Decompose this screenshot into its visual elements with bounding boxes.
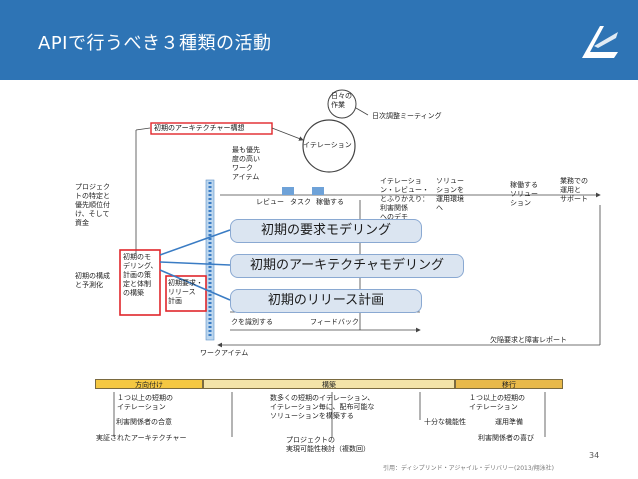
- project-scope-label: プロジェク トの特定と 優先順位付 け、そして 資金: [75, 183, 110, 227]
- phase-transition: 移行: [455, 379, 563, 389]
- transition-iteration-label: １つ以上の短期の イテレーション: [469, 394, 525, 411]
- initial-req-callout: [165, 275, 207, 312]
- high-priority-label: 最も優先 度の高い ワーク アイテム: [232, 146, 260, 181]
- working-label: 稼働する: [316, 198, 344, 206]
- slide-title: APIで行うべき３種類の活動: [38, 33, 272, 54]
- production-ready-label: 運用準備: [495, 418, 523, 426]
- initial-modeling-label: 初期のモ デリング、 計画の策 定と体制 の構築: [123, 253, 158, 297]
- initial-req-label: 初期要求・ リリース 計画: [168, 279, 203, 305]
- change-identify-label: クを識別する: [231, 318, 273, 326]
- initial-modeling-callout: [119, 249, 161, 316]
- sufficient-functionality-label: 十分な機能性: [424, 418, 466, 426]
- ops-support-label: 業務での 運用と サポート: [560, 177, 588, 203]
- company-logo-icon: [582, 26, 618, 58]
- work-item-stack: [205, 179, 215, 341]
- initial-planning-label: 初期の構成 と予測化: [75, 272, 110, 289]
- initial-arch-vision-box: [150, 122, 273, 135]
- highlight-initial-requirements: 初期の要求モデリング: [230, 219, 422, 243]
- stakeholder-consensus-label: 利害関係者の合意: [116, 418, 172, 426]
- delighted-stakeholder-label: 利害関係者の喜び: [478, 434, 534, 442]
- phase-construction: 構築: [203, 379, 455, 389]
- phase-inception: 方向付け: [95, 379, 203, 389]
- daily-work-label: 日々の 作業: [331, 92, 352, 109]
- construction-iteration-label: 数多くの短期のイテレーション、 イテレーション毎に、配布可能な ソリューションを…: [270, 394, 375, 420]
- daily-cycle-circle: [327, 89, 357, 119]
- iteration-review-label: イテレーショ ン・レビュー・ とふりかえり： 利害関係 へのデモ: [380, 177, 429, 221]
- highlight-initial-architecture: 初期のアーキテクチャモデリング: [230, 254, 464, 278]
- feedback-label: フィードバック: [310, 318, 359, 326]
- defect-report-label: 欠陥要求と障害レポート: [490, 336, 567, 344]
- working-solution-label: 稼働する ソリュー ション: [510, 181, 538, 207]
- iteration-circle: [302, 119, 356, 173]
- daily-meeting-label: 日次調整ミーティング: [372, 112, 442, 120]
- work-item-label: ワークアイテム: [200, 349, 249, 357]
- review-label: レビュー: [256, 198, 284, 206]
- highlight-initial-release-plan: 初期のリリース計画: [230, 289, 422, 313]
- iteration-label: イテレーション: [303, 141, 352, 149]
- initial-arch-vision-label: 初期のアーキテクチャー構想: [154, 124, 245, 132]
- task-label: タスク: [290, 198, 311, 206]
- proven-architecture-label: 実証されたアーキテクチャー: [96, 434, 187, 442]
- page-number: 34: [589, 451, 600, 460]
- project-viability-label: プロジェクトの 実現可能性検討（複数回）: [286, 436, 370, 453]
- slide-header: APIで行うべき３種類の活動: [0, 0, 638, 80]
- inception-iteration-label: １つ以上の短期の イテレーション: [117, 394, 173, 411]
- solution-label: ソリュー ションを 運用環境 へ: [436, 177, 464, 212]
- source-citation: 引用：ディシプリンド・アジャイル・デリバリー(2013/翔泳社): [383, 465, 555, 472]
